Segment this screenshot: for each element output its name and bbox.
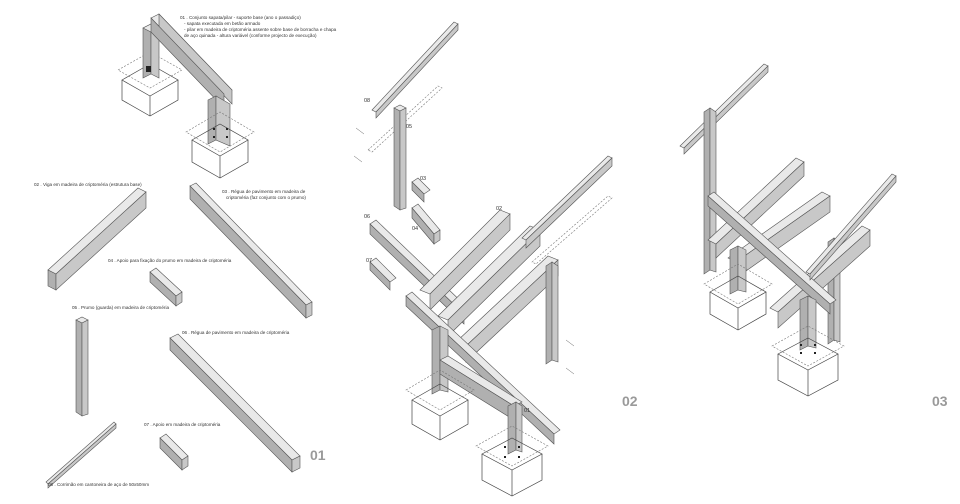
- exploded-upper-plank: [521, 155, 613, 265]
- panel-01: 01 . Conjunto sapata/pilar - suporte bas…: [34, 13, 337, 489]
- portal-frame: [142, 13, 233, 147]
- panel-02: 08 05 03 04 06: [353, 21, 638, 497]
- exploded-footings: [405, 369, 549, 497]
- ghost-rail: [353, 85, 443, 163]
- panel-number-01: 01: [310, 447, 326, 463]
- part-08-handrail: [45, 421, 117, 489]
- assembled-posts: [703, 107, 841, 345]
- assembled-beams: [707, 157, 897, 329]
- assembled-footings: [703, 263, 845, 397]
- callout-04: 04 . Apoio para fixação do prumo em made…: [108, 258, 232, 263]
- callout-01-line1: 01 . Conjunto sapata/pilar - suporte bas…: [180, 15, 301, 20]
- footing-back: [117, 51, 183, 117]
- exploded-post: [393, 104, 407, 211]
- callout-06: 06 . Régua de pavimento em madeira de cr…: [182, 330, 290, 335]
- panel-number-03: 03: [932, 393, 948, 409]
- label-08: 08: [364, 98, 370, 104]
- exploded-handrail: [371, 21, 459, 119]
- label-05: 05: [406, 124, 412, 130]
- exploded-block-04: [411, 203, 441, 245]
- part-03-floor-plank: [189, 182, 313, 319]
- panel-03: 03: [679, 63, 948, 409]
- part-06-floor-plank: [169, 333, 301, 473]
- exploded-frame: [431, 325, 523, 455]
- part-07-support: [159, 433, 189, 471]
- label-02: 02: [496, 206, 502, 212]
- callout-03-line1: 03 . Régua de pavimento em madeira de: [222, 189, 306, 194]
- callout-08: 08 . Corrimão em cantoneira de aço de 50…: [48, 482, 149, 487]
- label-01: 01: [524, 408, 530, 414]
- footing-front: [185, 111, 255, 179]
- callout-01-line3: - pilar em madeira de criptoméria assent…: [184, 27, 337, 32]
- part-02-beam: [47, 187, 147, 291]
- assembled-handrail: [679, 63, 769, 155]
- label-03: 03: [420, 176, 426, 182]
- part-05-post: [75, 316, 89, 417]
- callout-02: 02 . Viga em madeira de criptoméria (est…: [34, 182, 142, 187]
- callout-03-line2: criptoméria (faz conjunto com o prumo): [226, 195, 306, 200]
- exploded-block-03: [411, 177, 431, 203]
- callout-05: 05 . Prumo (guarda) em madeira de cripto…: [72, 305, 169, 310]
- callout-07: 07 . Apoio em madeira de criptoméria: [144, 422, 221, 427]
- label-06: 06: [364, 214, 370, 220]
- part-04-support-block: [149, 267, 183, 307]
- label-04: 04: [412, 226, 418, 232]
- callout-01-line2: - sapata executada em betão armado: [184, 21, 261, 26]
- exploded-post-right: [545, 261, 575, 375]
- exploded-beams: [405, 209, 561, 445]
- panel-number-02: 02: [622, 393, 638, 409]
- label-07: 07: [366, 258, 372, 264]
- callout-01-line4: de aço quinada - altura variável (confor…: [184, 33, 317, 38]
- exploded-support-07: [369, 257, 397, 291]
- assembled-frame: [729, 245, 817, 351]
